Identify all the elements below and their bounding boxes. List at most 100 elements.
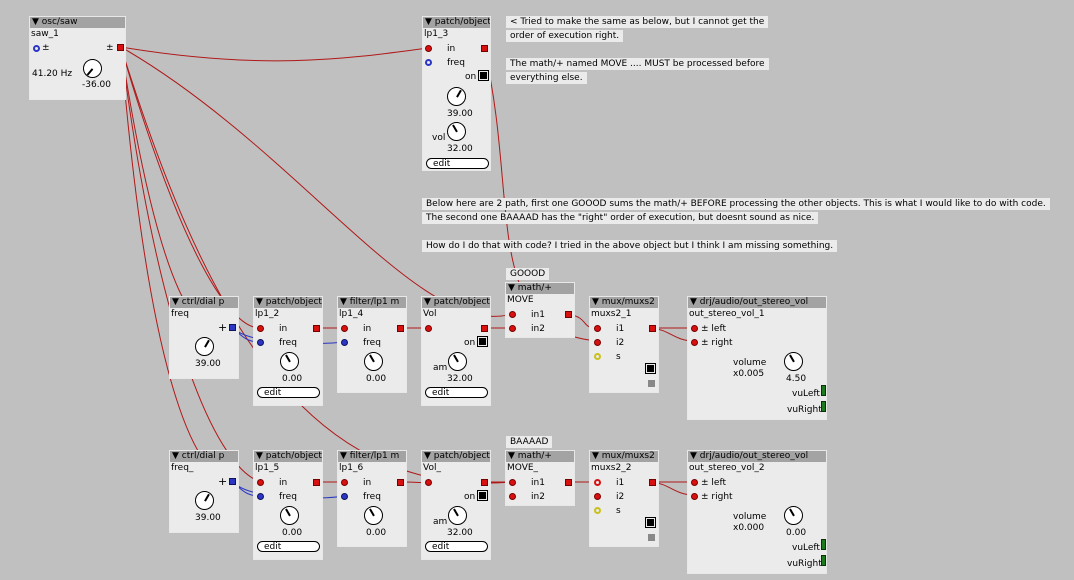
wave-outlet[interactable] <box>117 44 124 51</box>
edit-button[interactable]: edit <box>257 387 320 398</box>
in2-inlet[interactable] <box>509 493 516 500</box>
out-outlet[interactable] <box>565 311 572 318</box>
patch-object-lp1-3[interactable]: ▼ patch/object lp1_3 in freq on 39.00 vo… <box>422 16 491 171</box>
comment-baaaad[interactable]: BAAAAD <box>506 436 553 448</box>
out-outlet[interactable] <box>313 479 320 486</box>
object-title[interactable]: ▼ mux/muxs2 <box>590 451 658 462</box>
comment[interactable]: Below here are 2 path, first one GOOOD s… <box>422 198 1050 210</box>
object-title[interactable]: ▼ filter/lp1 m <box>338 297 406 308</box>
patch-object-vol[interactable]: ▼ patch/object Vol on am 32.00 edit <box>421 296 491 406</box>
out-outlet[interactable] <box>481 45 488 52</box>
edit-button[interactable]: edit <box>425 387 488 398</box>
patch-object-lp1-2[interactable]: ▼ patch/object lp1_2 in freq 0.00 edit <box>253 296 323 406</box>
in-inlet[interactable] <box>425 325 432 332</box>
i2-inlet[interactable] <box>594 339 601 346</box>
freq-knob[interactable] <box>280 352 299 371</box>
vol-knob[interactable] <box>447 122 466 141</box>
filter-object-lp1-6[interactable]: ▼ filter/lp1 m lp1_6 in freq 0.00 <box>337 450 407 547</box>
object-title[interactable]: ▼ drj/audio/out_stereo_vol <box>688 297 826 308</box>
in-inlet[interactable] <box>341 479 348 486</box>
osc-saw-object[interactable]: ▼ osc/saw saw_1 ± ± 41.20 Hz -36.00 <box>29 16 126 100</box>
volume-knob[interactable] <box>784 352 803 371</box>
out-outlet[interactable] <box>229 478 236 485</box>
out-outlet[interactable] <box>397 479 404 486</box>
select-toggle[interactable] <box>645 517 656 528</box>
right-inlet[interactable] <box>691 493 698 500</box>
object-title[interactable]: ▼ patch/object <box>423 17 490 28</box>
dial-object-freq[interactable]: ▼ ctrl/dial p freq + 39.00 <box>169 296 239 379</box>
object-title[interactable]: ▼ filter/lp1 m <box>338 451 406 462</box>
am-knob[interactable] <box>448 352 467 371</box>
right-inlet[interactable] <box>691 339 698 346</box>
comment[interactable]: The second one BAAAAD has the "right" or… <box>422 212 819 224</box>
edit-button[interactable]: edit <box>257 541 320 552</box>
edit-button[interactable]: edit <box>426 158 489 169</box>
am-knob[interactable] <box>448 506 467 525</box>
object-title[interactable]: ▼ mux/muxs2 <box>590 297 658 308</box>
object-title[interactable]: ▼ ctrl/dial p <box>170 297 238 308</box>
in1-inlet[interactable] <box>509 479 516 486</box>
comment[interactable]: < Tried to make the same as below, but I… <box>506 16 769 28</box>
out-outlet[interactable] <box>565 479 572 486</box>
freq-inlet[interactable] <box>257 339 264 346</box>
out-outlet[interactable] <box>649 325 656 332</box>
patch-object-vol-2[interactable]: ▼ patch/object Vol_ on am 32.00 edit <box>421 450 491 560</box>
s-inlet[interactable] <box>594 353 601 360</box>
s-inlet[interactable] <box>594 507 601 514</box>
freq-inlet[interactable] <box>341 493 348 500</box>
out-stereo-vol-object-1[interactable]: ▼ drj/audio/out_stereo_vol out_stereo_vo… <box>687 296 827 420</box>
dial-object-freq-2[interactable]: ▼ ctrl/dial p freq_ + 39.00 <box>169 450 239 533</box>
out-outlet[interactable] <box>649 479 656 486</box>
math-add-object-move-2[interactable]: ▼ math/+ MOVE_ in1 in2 <box>505 450 575 506</box>
freq-knob[interactable] <box>364 352 383 371</box>
in2-inlet[interactable] <box>509 325 516 332</box>
comment[interactable]: order of execution right. <box>506 30 624 42</box>
left-inlet[interactable] <box>691 325 698 332</box>
freq-knob[interactable] <box>447 87 466 106</box>
in1-inlet[interactable] <box>509 311 516 318</box>
comment[interactable]: How do I do that with code? I tried in t… <box>422 240 838 252</box>
in-inlet[interactable] <box>425 45 432 52</box>
object-title[interactable]: ▼ math/+ <box>506 283 574 294</box>
in-inlet[interactable] <box>425 479 432 486</box>
freq-knob[interactable] <box>280 506 299 525</box>
out-outlet[interactable] <box>229 324 236 331</box>
freq-inlet[interactable] <box>257 493 264 500</box>
mux-object-muxs2-1[interactable]: ▼ mux/muxs2 muxs2_1 i1 i2 s <box>589 296 659 393</box>
freq-inlet[interactable] <box>425 59 432 66</box>
select-toggle[interactable] <box>645 363 656 374</box>
patch-object-lp1-5[interactable]: ▼ patch/object lp1_5 in freq 0.00 edit <box>253 450 323 560</box>
edit-button[interactable]: edit <box>425 541 488 552</box>
comment-goood[interactable]: GOOOD <box>506 268 550 280</box>
out-outlet[interactable] <box>313 325 320 332</box>
in-inlet[interactable] <box>257 479 264 486</box>
object-title[interactable]: ▼ patch/object <box>254 451 322 462</box>
object-title[interactable]: ▼ drj/audio/out_stereo_vol <box>688 451 826 462</box>
on-toggle[interactable] <box>477 336 488 347</box>
filter-object-lp1-4[interactable]: ▼ filter/lp1 m lp1_4 in freq 0.00 <box>337 296 407 393</box>
i1-inlet[interactable] <box>594 479 601 486</box>
on-toggle[interactable] <box>477 490 488 501</box>
comment[interactable]: The math/+ named MOVE .... MUST be proce… <box>506 58 769 70</box>
pitch-inlet[interactable] <box>33 45 40 52</box>
dial-knob[interactable] <box>195 491 214 510</box>
object-title[interactable]: ▼ ctrl/dial p <box>170 451 238 462</box>
comment[interactable]: everything else. <box>506 72 587 84</box>
pitch-knob[interactable] <box>83 59 102 78</box>
object-title[interactable]: ▼ patch/object <box>254 297 322 308</box>
i2-inlet[interactable] <box>594 493 601 500</box>
out-outlet[interactable] <box>481 479 488 486</box>
mux-object-muxs2-2[interactable]: ▼ mux/muxs2 muxs2_2 i1 i2 s <box>589 450 659 547</box>
out-outlet[interactable] <box>397 325 404 332</box>
volume-knob[interactable] <box>784 506 803 525</box>
object-title[interactable]: ▼ patch/object <box>422 297 490 308</box>
out-stereo-vol-object-2[interactable]: ▼ drj/audio/out_stereo_vol out_stereo_vo… <box>687 450 827 574</box>
freq-knob[interactable] <box>364 506 383 525</box>
left-inlet[interactable] <box>691 479 698 486</box>
in-inlet[interactable] <box>341 325 348 332</box>
out-outlet[interactable] <box>481 325 488 332</box>
object-title[interactable]: ▼ math/+ <box>506 451 574 462</box>
dial-knob[interactable] <box>195 337 214 356</box>
math-add-object-move[interactable]: ▼ math/+ MOVE in1 in2 <box>505 282 575 338</box>
